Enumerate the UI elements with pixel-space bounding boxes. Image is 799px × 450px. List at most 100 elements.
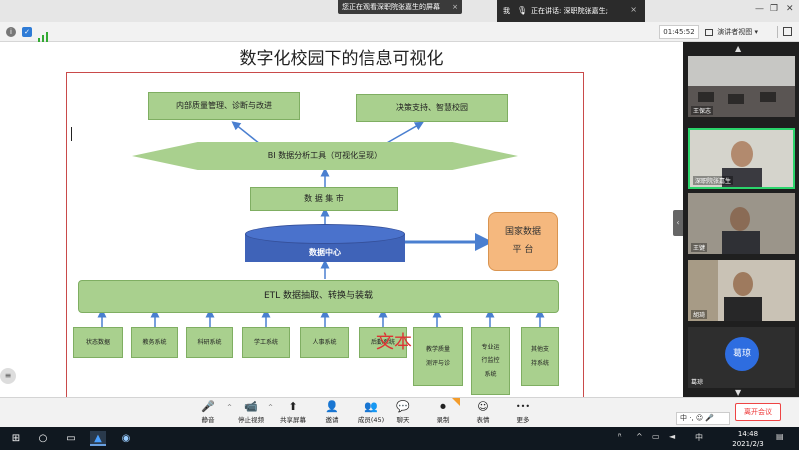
internal-quality-box: 内部质量管理、诊断与改进 <box>148 92 300 120</box>
panel-close-icon[interactable]: × <box>630 5 637 14</box>
mute-label: 静音 <box>201 416 215 424</box>
participant-tile-avatar[interactable]: 葛琼 葛琼 <box>688 327 795 388</box>
volume-icon[interactable]: ◄ <box>669 432 676 441</box>
share-screen-label: 共享屏幕 <box>280 416 306 424</box>
video-feed <box>690 130 793 187</box>
scroll-up-icon[interactable]: ▲ <box>735 44 742 53</box>
scroll-down-icon[interactable]: ▼ <box>735 388 742 397</box>
grid-icon <box>705 28 713 36</box>
share-banner-text: 您正在观看深职院张嘉生的屏幕 <box>342 3 440 11</box>
chevron-down-icon: ▾ <box>754 28 758 36</box>
speaking-indicator: 正在讲话: 深职院张嘉生; <box>531 7 608 15</box>
chat-icon: 💬 <box>396 400 410 413</box>
ime-toolbar[interactable]: 中 ·, ☺ 🎤 <box>676 412 730 425</box>
source-system-box: 科研系统 <box>186 327 233 358</box>
shield-icon[interactable]: ✓ <box>22 27 32 37</box>
participants-button[interactable]: 👥 成员(45) <box>352 400 390 427</box>
info-icon[interactable]: i <box>6 27 16 37</box>
close-icon[interactable]: × <box>452 3 458 11</box>
speaker-view-label: 演讲者视图 <box>717 28 753 36</box>
participant-tile[interactable]: 王保志 <box>688 56 795 117</box>
collapse-gallery-handle[interactable]: ‹ <box>673 210 683 236</box>
meeting-app-icon[interactable]: ▲ <box>90 431 106 446</box>
speaker-view-button[interactable]: 演讲者视图 ▾ <box>705 25 771 39</box>
record-label: 录制 <box>436 416 450 424</box>
stop-video-label: 停止视频 <box>238 416 264 424</box>
stop-video-button[interactable]: 📹 停止视频 <box>231 400 271 427</box>
active-speaker-panel: 我 🎙 正在讲话: 深职院张嘉生; × <box>497 0 645 22</box>
windows-taskbar: ⊞ ○ ▭ ▲ ◉ ᴿ ^ ▭ ◄ 中 14:48 2021/2/3 ▤ <box>0 427 799 450</box>
fullscreen-icon[interactable] <box>783 27 792 36</box>
share-screen-button[interactable]: ⬆ 共享屏幕 <box>275 400 311 427</box>
participant-tile[interactable]: 王键 <box>688 193 795 254</box>
bi-tool-label: BI 数据分析工具（可视化呈现） <box>267 151 383 160</box>
national-platform-line2: 平 台 <box>512 244 534 255</box>
participant-tile[interactable]: 胡琦 <box>688 260 795 321</box>
browser-app-icon[interactable]: ◉ <box>121 433 131 444</box>
participant-name: 王键 <box>691 243 708 252</box>
window-close-icon[interactable]: ✕ <box>786 4 794 14</box>
participants-icon: 👥 <box>364 400 378 413</box>
participant-name: 王保志 <box>691 106 714 115</box>
bi-tool-hexagon <box>132 142 518 170</box>
annotation-text: 文本 <box>376 332 412 353</box>
share-screen-icon: ⬆ <box>288 400 298 413</box>
person-icon[interactable]: ᴿ <box>618 432 622 441</box>
chevron-up-icon[interactable]: ^ <box>636 432 643 441</box>
invite-button[interactable]: 👤 邀请 <box>314 400 350 427</box>
network-icon[interactable]: ▭ <box>652 432 660 441</box>
source-system-box: 教学质量 测评与诊 <box>413 327 463 386</box>
meeting-status-bar: i ✓ 01:45:52 演讲者视图 ▾ <box>0 22 799 42</box>
clock-time: 14:48 <box>737 430 759 438</box>
data-center-cylinder-top <box>245 224 405 244</box>
source-system-box: 后勤系统 <box>359 327 407 358</box>
diagram-frame <box>66 72 584 397</box>
participants-label: 成员(45) <box>357 416 385 424</box>
national-data-platform-box: 国家数据 平 台 <box>488 212 558 271</box>
input-language-indicator[interactable]: 中 <box>695 433 703 442</box>
start-icon[interactable]: ⊞ <box>11 433 21 444</box>
source-system-box: 其他支 持系统 <box>521 327 559 386</box>
data-center-label: 数据中心 <box>309 248 341 257</box>
record-button[interactable]: ⏺ 录制 <box>425 400 461 427</box>
microphone-icon: 🎙 <box>517 6 528 15</box>
slide-title: 数字化校园下的信息可视化 <box>239 49 444 69</box>
signal-icon[interactable] <box>38 27 48 42</box>
reactions-button[interactable]: ☺ 表情 <box>465 400 501 427</box>
source-system-box: 人事系统 <box>300 327 349 358</box>
clock-date: 2021/2/3 <box>732 440 764 448</box>
audio-options-chevron-icon[interactable]: ^ <box>227 404 233 411</box>
data-mart-box: 数 据 集 市 <box>250 187 398 211</box>
leave-meeting-button[interactable]: 离开会议 <box>735 403 781 421</box>
record-icon: ⏺ <box>440 400 446 413</box>
video-feed <box>688 56 795 117</box>
invite-icon: 👤 <box>325 400 339 413</box>
video-feed <box>688 260 795 321</box>
invite-label: 邀请 <box>325 416 339 424</box>
participant-gallery: ▲ 王保志 深职院张嘉生 王键 胡琦 <box>683 42 799 397</box>
top-bar: 您正在观看深职院张嘉生的屏幕 × 我 🎙 正在讲话: 深职院张嘉生; × — ❐… <box>0 0 799 22</box>
etl-box: ETL 数据抽取、转换与装载 <box>78 280 559 313</box>
avatar: 葛琼 <box>725 337 759 371</box>
source-system-box: 专业运 行监控 系统 <box>471 327 510 395</box>
minimize-icon[interactable]: — <box>755 4 764 14</box>
participant-tile-active[interactable]: 深职院张嘉生 <box>688 128 795 189</box>
source-system-box: 状态数据 <box>73 327 123 358</box>
system-clock[interactable]: 14:48 2021/2/3 <box>728 429 768 449</box>
chat-button[interactable]: 💬 聊天 <box>385 400 421 427</box>
video-camera-icon: 📹 <box>244 400 258 413</box>
source-system-box: 教务系统 <box>131 327 178 358</box>
participant-name: 深职院张嘉生 <box>693 176 734 185</box>
chat-label: 聊天 <box>396 416 410 424</box>
annotation-menu-icon[interactable]: ≡ <box>0 368 16 384</box>
notifications-icon[interactable]: ▤ <box>776 432 784 441</box>
mute-button[interactable]: 🎤 静音 <box>190 400 226 427</box>
restore-icon[interactable]: ❐ <box>770 4 779 14</box>
search-icon[interactable]: ○ <box>38 433 48 444</box>
shared-slide: 数字化校园下的信息可视化 内部质量管理、诊断与改进 决策支持、智慧校 <box>0 42 683 397</box>
source-system-box: 学工系统 <box>242 327 290 358</box>
more-button[interactable]: ••• 更多 <box>505 400 541 427</box>
screen-share-banner[interactable]: 您正在观看深职院张嘉生的屏幕 × <box>338 0 462 14</box>
task-view-icon[interactable]: ▭ <box>66 433 76 444</box>
video-options-chevron-icon[interactable]: ^ <box>268 404 274 411</box>
